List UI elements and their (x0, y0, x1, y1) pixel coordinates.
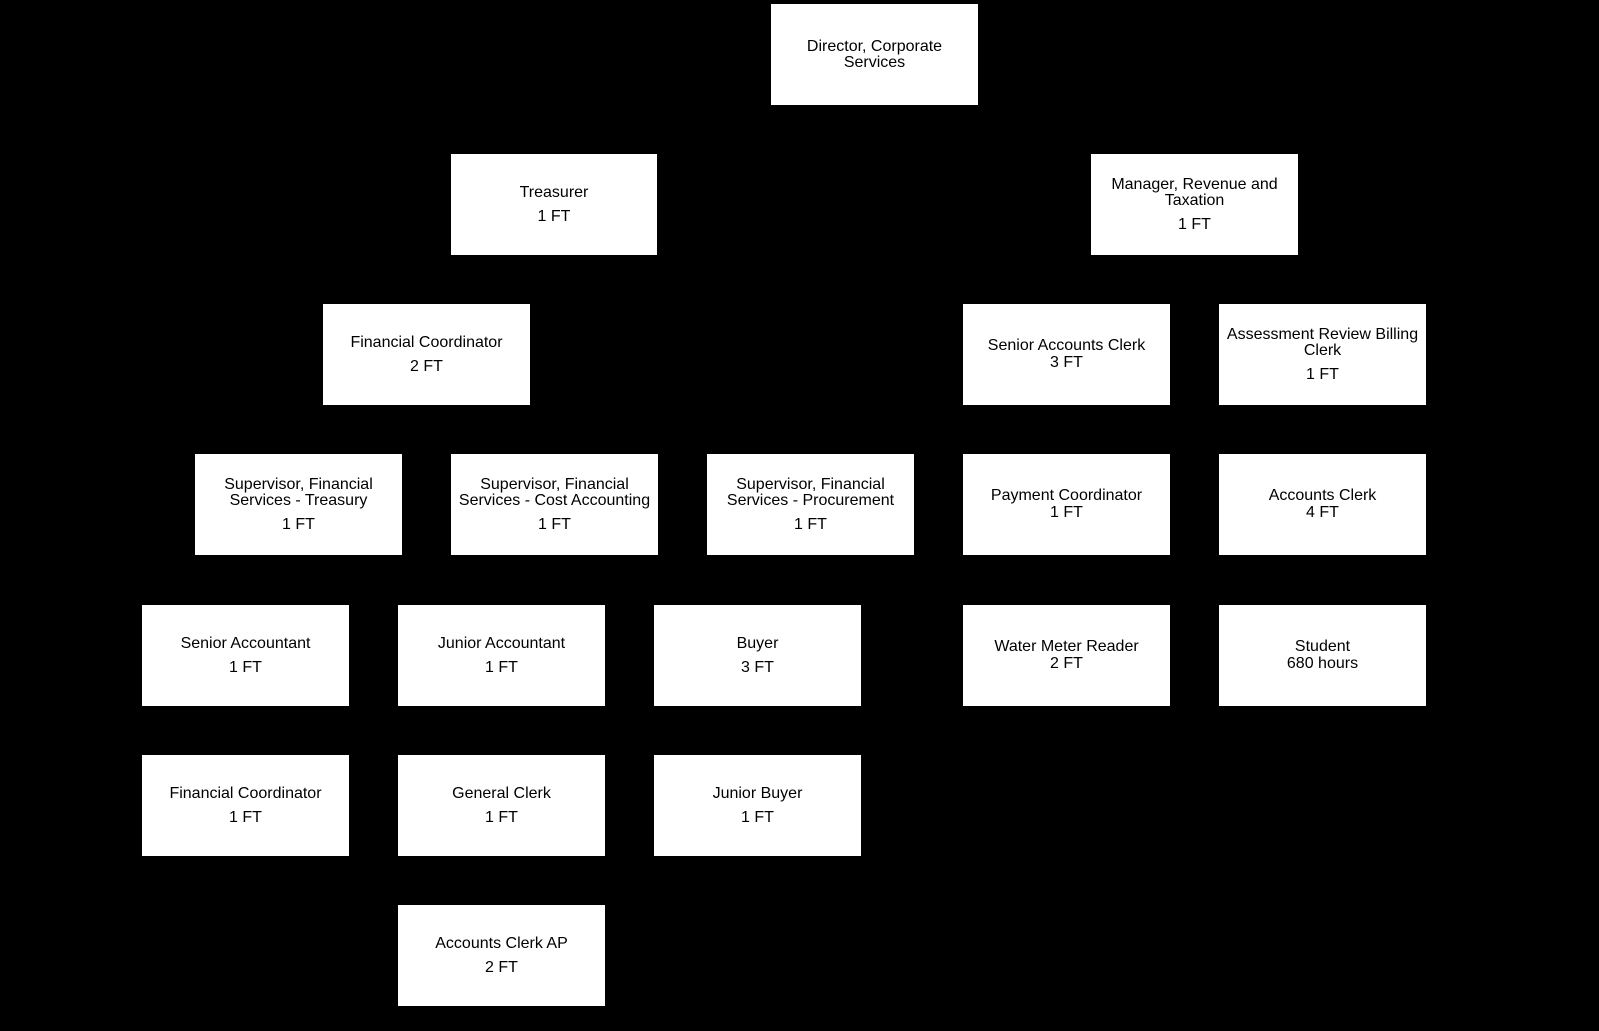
node-count: 4 FT (1306, 504, 1339, 521)
node-accounts-clerk-ap: Accounts Clerk AP 2 FT (398, 905, 605, 1006)
node-accounts-clerk: Accounts Clerk 4 FT (1219, 454, 1426, 555)
node-director: Director, Corporate Services (771, 4, 978, 105)
node-title: Water Meter Reader (994, 638, 1139, 655)
node-junior-accountant: Junior Accountant 1 FT (398, 605, 605, 706)
node-count: 3 FT (1050, 354, 1083, 371)
node-title: Junior Accountant (437, 634, 566, 652)
node-count: 1 FT (282, 515, 315, 533)
node-payment-coordinator: Payment Coordinator 1 FT (963, 454, 1170, 555)
node-count: 1 FT (537, 207, 571, 225)
node-title: Accounts Clerk (1268, 487, 1377, 504)
node-title: Junior Buyer (712, 784, 803, 802)
node-title: Buyer (736, 634, 779, 652)
node-title: Financial Coordinator (350, 333, 503, 351)
node-count: 1 FT (485, 658, 518, 676)
node-title: Accounts Clerk AP (435, 934, 568, 952)
node-count: 3 FT (741, 658, 774, 676)
node-count: 1 FT (485, 808, 518, 826)
node-count: 1 FT (794, 515, 827, 533)
node-senior-accountant: Senior Accountant 1 FT (142, 605, 349, 706)
node-title: Director, Corporate Services (806, 37, 943, 71)
node-count: 1 FT (229, 808, 262, 826)
node-assessment-review-billing-clerk: Assessment Review Billing Clerk 1 FT (1219, 304, 1426, 405)
node-supervisor-procurement: Supervisor, Financial Services - Procure… (707, 454, 914, 555)
node-count: 1 FT (1178, 215, 1211, 233)
node-title: Financial Coordinator (169, 784, 322, 802)
node-title: Supervisor, Financial Services - Treasur… (224, 475, 373, 509)
node-title: Assessment Review Billing Clerk (1226, 325, 1419, 359)
node-title: Student (1294, 638, 1351, 655)
node-treasurer: Treasurer 1 FT (451, 154, 657, 255)
node-title: Payment Coordinator (990, 487, 1143, 504)
node-count: 1 FT (229, 658, 262, 676)
node-count: 680 hours (1286, 655, 1359, 672)
node-manager-revenue: Manager, Revenue and Taxation 1 FT (1091, 154, 1298, 255)
node-financial-coordinator-2ft: Financial Coordinator 2 FT (323, 304, 530, 405)
node-supervisor-treasury: Supervisor, Financial Services - Treasur… (195, 454, 402, 555)
node-student: Student 680 hours (1219, 605, 1426, 706)
node-count: 1 FT (1306, 365, 1339, 383)
node-supervisor-cost-accounting: Supervisor, Financial Services - Cost Ac… (451, 454, 658, 555)
node-title: General Clerk (452, 784, 551, 802)
node-financial-coordinator-1ft: Financial Coordinator 1 FT (142, 755, 349, 856)
node-general-clerk: General Clerk 1 FT (398, 755, 605, 856)
node-count: 2 FT (1050, 655, 1083, 672)
node-title: Senior Accounts Clerk (987, 337, 1146, 354)
node-water-meter-reader: Water Meter Reader 2 FT (963, 605, 1170, 706)
node-title: Supervisor, Financial Services - Procure… (726, 475, 895, 509)
node-title: Treasurer (519, 183, 589, 201)
node-junior-buyer: Junior Buyer 1 FT (654, 755, 861, 856)
node-buyer: Buyer 3 FT (654, 605, 861, 706)
node-count: 2 FT (410, 357, 443, 375)
node-count: 1 FT (1050, 504, 1083, 521)
node-title: Senior Accountant (180, 634, 311, 652)
node-count: 1 FT (741, 808, 774, 826)
node-count: 1 FT (538, 515, 571, 533)
node-count: 2 FT (485, 958, 518, 976)
node-title: Manager, Revenue and Taxation (1111, 175, 1278, 209)
node-title: Supervisor, Financial Services - Cost Ac… (458, 475, 651, 509)
node-senior-accounts-clerk: Senior Accounts Clerk 3 FT (963, 304, 1170, 405)
